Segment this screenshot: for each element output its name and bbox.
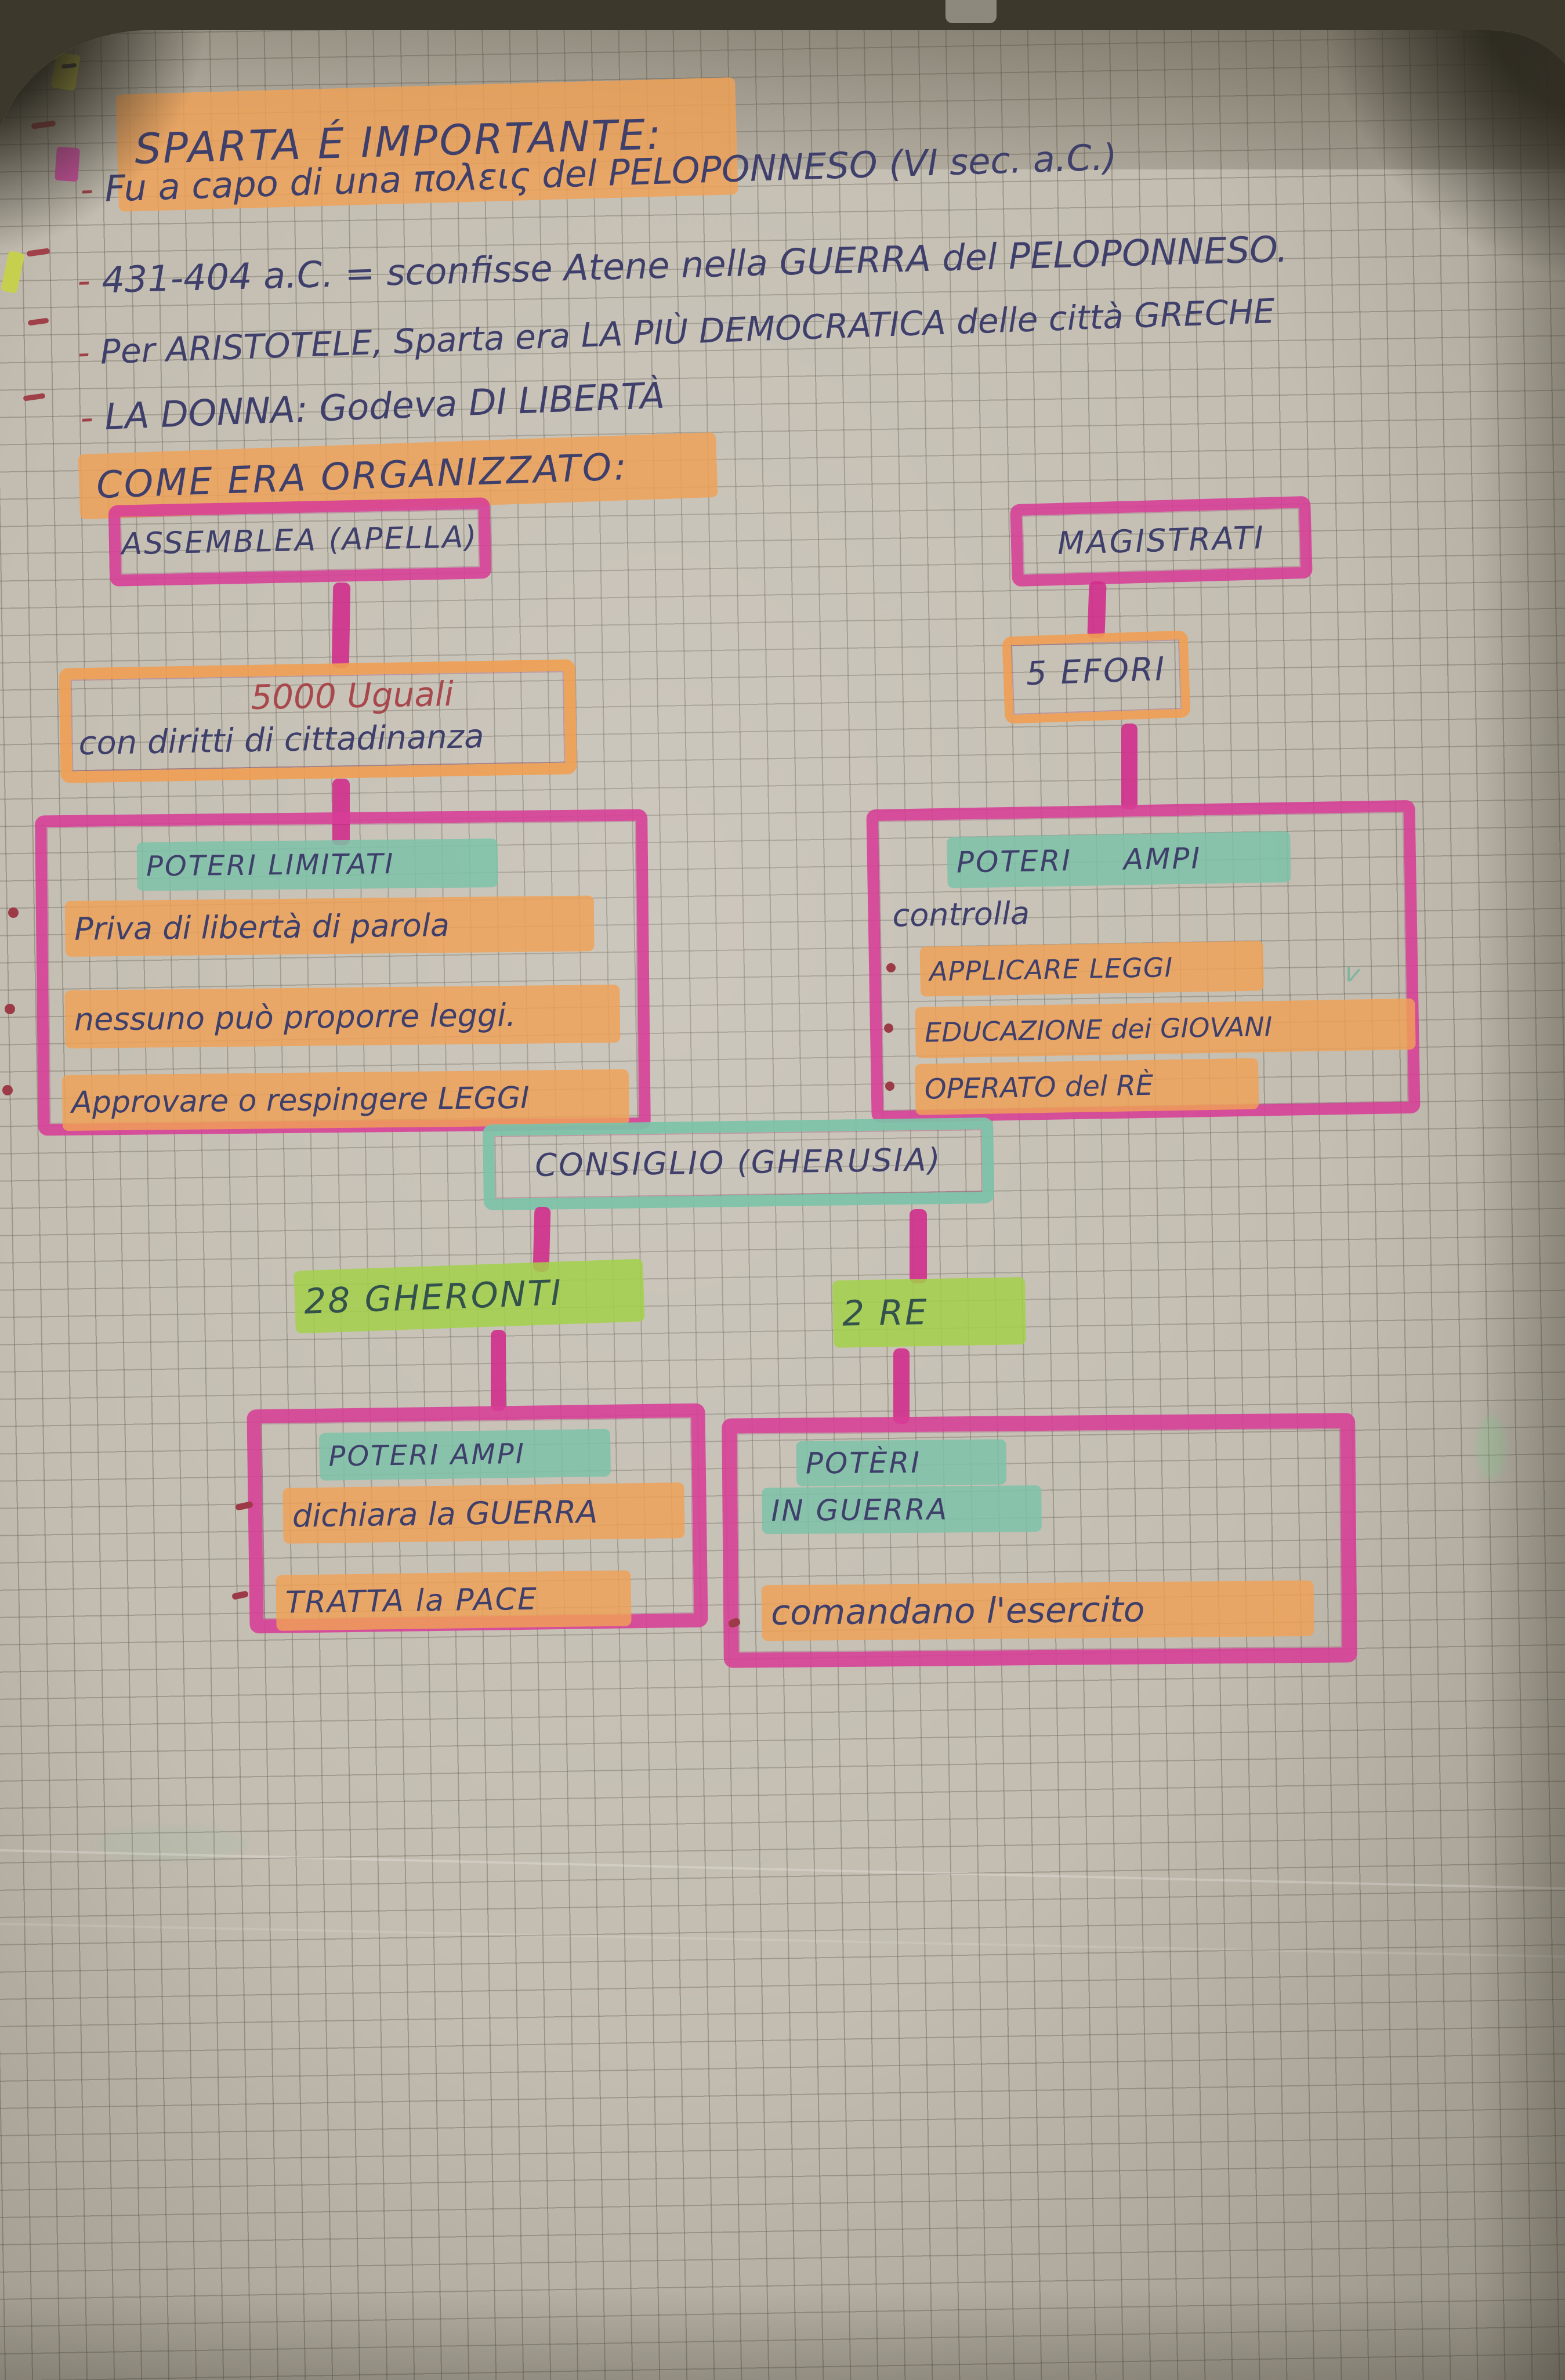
poteri-limitati-box: POTERI LIMITATI Priva di libertà di paro… (35, 809, 651, 1136)
magistrati-box: MAGISTRATI (1010, 495, 1313, 587)
poteri-ampi-right-item-highlight: APPLICARE LEGGI (919, 941, 1264, 997)
magistrati-label: MAGISTRATI (1057, 519, 1266, 562)
poteri-limitati-item: Approvare o respingere LEGGI (71, 1080, 530, 1120)
re-label: 2 RE (842, 1292, 929, 1334)
gheronti-label: 28 GHERONTI (303, 1272, 564, 1322)
re-poteri-title1: POTÈRI (805, 1445, 922, 1481)
green-smudge (97, 1826, 248, 1861)
poteri-limitati-item-highlight: Priva di libertà di parola (64, 895, 595, 957)
re-poteri-box: POTÈRI IN GUERRA comandano l'esercito (722, 1413, 1357, 1668)
connector-assemblea-5000 (331, 582, 351, 669)
assemblea-label: ASSEMBLEA (APELLA) (121, 519, 479, 562)
poteri-ampi-right-item: APPLICARE LEGGI (929, 952, 1173, 988)
poteri-ampi-right-item-highlight: OPERATO del RÈ (915, 1058, 1259, 1115)
connector-magistrati-efori (1087, 581, 1107, 639)
assemblea-box: ASSEMBLEA (APELLA) (108, 497, 492, 587)
red-bullet-dot (886, 963, 896, 972)
gheronti-poteri-item: dichiara la GUERRA (292, 1493, 598, 1534)
consiglio-box: CONSIGLIO (GHERUSIA) (483, 1117, 994, 1211)
consiglio-label: CONSIGLIO (GHERUSIA) (534, 1141, 942, 1184)
red-bullet-dot (8, 907, 19, 918)
poteri-limitati-item: nessuno può proporre leggi. (74, 996, 516, 1038)
gheronti-poteri-item: TRATTA la PACE (285, 1582, 538, 1621)
re-poteri-item-highlight: comandano l'esercito (761, 1580, 1314, 1641)
bottom-shadow (0, 2287, 1565, 2380)
poteri-ampi-right-title-highlight: POTERI AMPI (947, 831, 1291, 888)
poteri-ampi-right-item: EDUCAZIONE dei GIOVANI (924, 1011, 1273, 1048)
re-highlight: 2 RE (832, 1277, 1026, 1348)
connector-gheronti-poteri (491, 1330, 506, 1411)
re-poteri-item: comandano l'esercito (770, 1589, 1145, 1634)
re-poteri-title2-highlight: IN GUERRA (762, 1485, 1042, 1535)
red-bullet-dot (884, 1023, 893, 1033)
poteri-ampi-right-box: POTERI AMPI controlla APPLICARE LEGGI ED… (866, 800, 1421, 1123)
gheronti-poteri-title-highlight: POTERI AMPI (318, 1428, 611, 1481)
gheronti-poteri-item-highlight: TRATTA la PACE (276, 1570, 632, 1631)
cinquemila-box: 5000 Uguali con diritti di cittadinanza (59, 659, 577, 783)
gheronti-highlight: 28 GHERONTI (294, 1258, 645, 1334)
red-bullet-dot (2, 1085, 13, 1095)
green-smudge (1477, 1416, 1506, 1480)
poteri-ampi-right-intro: controlla (892, 895, 1030, 934)
red-bullet-dot (5, 1004, 15, 1014)
re-poteri-title1-highlight: POTÈRI (796, 1439, 1007, 1486)
background-object (945, 0, 997, 23)
re-poteri-title2: IN GUERRA (771, 1492, 949, 1528)
poteri-ampi-right-title: POTERI AMPI (956, 841, 1202, 880)
poteri-limitati-item-highlight: nessuno può proporre leggi. (64, 985, 621, 1049)
poteri-limitati-item: Priva di libertà di parola (74, 906, 450, 947)
poteri-ampi-right-item: OPERATO del RÈ (924, 1069, 1154, 1106)
connector-efori-poteri (1121, 724, 1137, 809)
notebook-page: SPARTA É IMPORTANTE: - Fu a capo di una … (0, 30, 1565, 2380)
gheronti-poteri-box: POTERI AMPI dichiara la GUERRA TRATTA la… (247, 1403, 708, 1634)
efori-box: 5 EFORI (1002, 630, 1191, 724)
photo-vignette (0, 30, 1565, 2380)
connector-re-poteri (893, 1348, 910, 1424)
dark-corner-top-left (0, 30, 225, 274)
bullet-dash: - (79, 396, 95, 439)
gheronti-poteri-title: POTERI AMPI (328, 1437, 526, 1473)
efori-label: 5 EFORI (1025, 650, 1167, 693)
poteri-limitati-title: POTERI LIMITATI (146, 848, 395, 883)
connector-consiglio-re (910, 1209, 927, 1283)
poteri-limitati-item-highlight: Approvare o respingere LEGGI (61, 1069, 629, 1131)
connector-5000-poteri (332, 779, 350, 845)
gheronti-poteri-item-highlight: dichiara la GUERRA (282, 1482, 685, 1544)
red-bullet-dot (885, 1082, 894, 1091)
dark-corner-top-right (1316, 30, 1565, 297)
cinquemila-line2: con diritti di cittadinanza (78, 718, 484, 763)
poteri-ampi-right-item-highlight: EDUCAZIONE dei GIOVANI (915, 998, 1416, 1058)
bullet-dash: - (77, 332, 90, 373)
poteri-limitati-title-highlight: POTERI LIMITATI (136, 838, 498, 891)
page-curve-shadow (1472, 30, 1565, 2380)
